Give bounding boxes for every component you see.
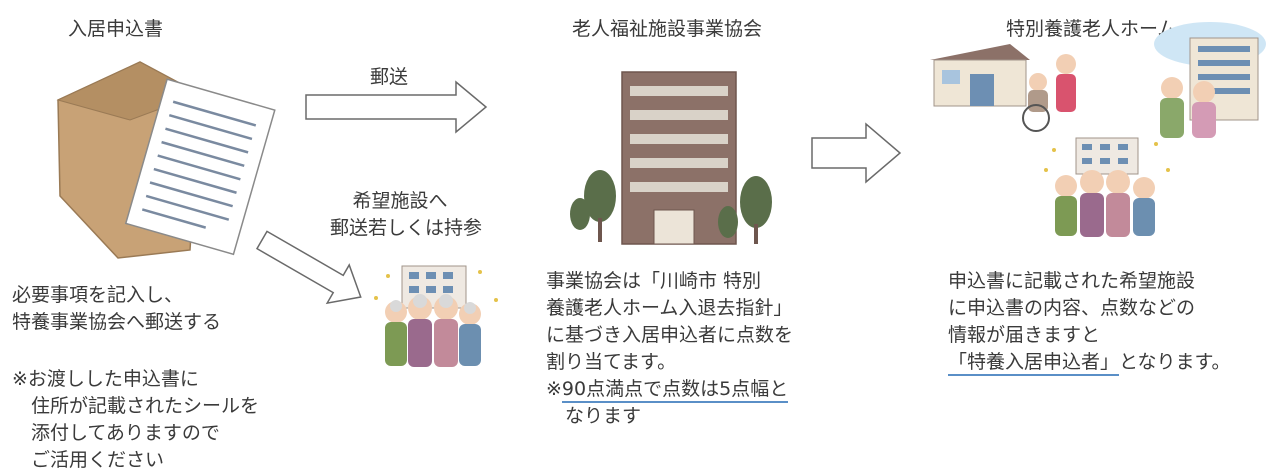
application-instructions: 必要事項を記入し、 特養事業協会へ郵送する bbox=[12, 284, 222, 333]
alt-route-label: 希望施設へ 郵送若しくは持参 bbox=[330, 190, 483, 239]
application-form-title: 入居申込書 bbox=[68, 18, 164, 40]
association-description: 事業協会は「川崎市 特別 養護老人ホーム入退去指針」 に基づき入居申込者に点数を… bbox=[546, 270, 794, 373]
nursing-home-title: 特別養護老人ホーム bbox=[1006, 18, 1177, 40]
application-note: ※お渡しした申込書に 住所が記載されたシールを 添付してありますので ご活用くだ… bbox=[12, 368, 260, 471]
applicant-status-underlined: 「特養入居申込者」 bbox=[948, 351, 1120, 376]
association-note: ※90点満点で点数は5点幅と なります bbox=[546, 378, 789, 427]
nursing-home-description: 申込書に記載された希望施設 に申込書の内容、点数などの 情報が届きますと 「特養… bbox=[948, 268, 1231, 376]
mail-label: 郵送 bbox=[370, 66, 409, 88]
scoring-rule-underlined: 90点満点で点数は5点幅と bbox=[561, 378, 789, 403]
association-title: 老人福祉施設事業協会 bbox=[572, 18, 763, 40]
